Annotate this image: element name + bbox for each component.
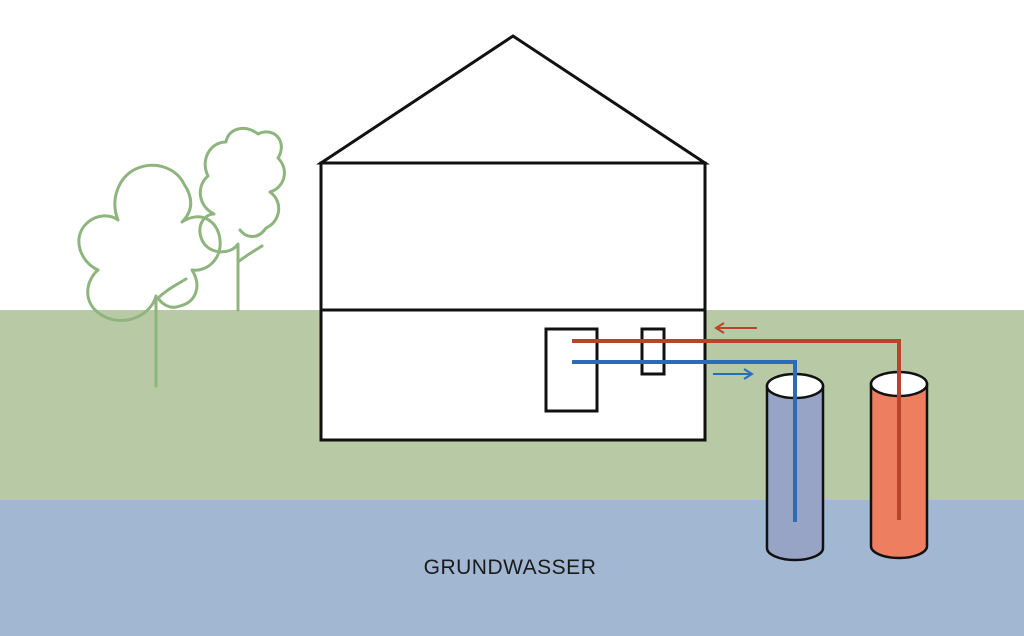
return-flow-arrow [714, 322, 757, 334]
groundwater-label: GRUNDWASSER [424, 556, 597, 579]
warm-pipe [572, 339, 901, 520]
heat-exchanger [640, 327, 666, 376]
supply-flow-arrow [713, 368, 754, 380]
groundwater-layer [0, 500, 1024, 636]
tree-right [198, 126, 286, 312]
cold-pipe [572, 360, 797, 522]
tree-left [77, 163, 222, 388]
house-upper-floor [319, 161, 707, 312]
